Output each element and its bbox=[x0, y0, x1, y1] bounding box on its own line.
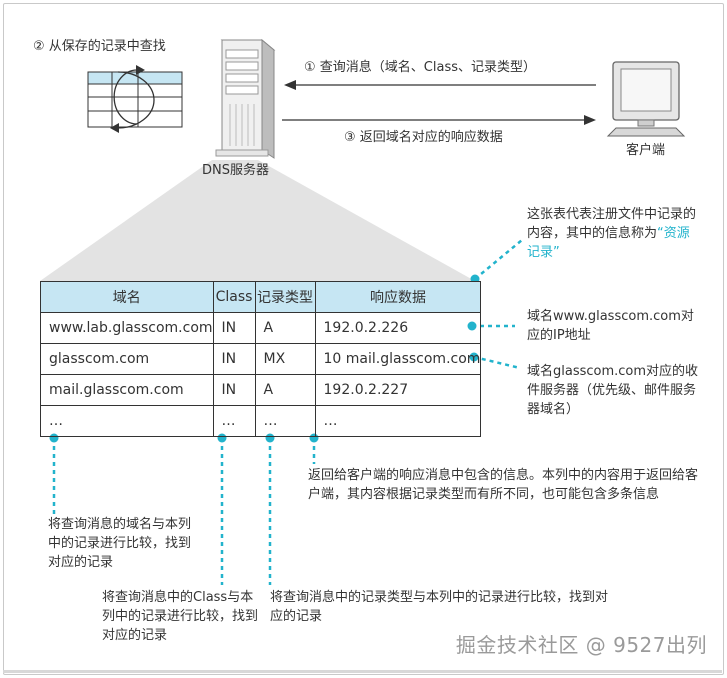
watermark: 掘金技术社区 @ 9527出列 bbox=[455, 633, 707, 657]
cell-class: IN bbox=[212, 374, 256, 406]
type-col-note: 将查询消息中的记录类型与本列中的记录进行比较，找到对应的记录 bbox=[270, 590, 609, 624]
resource-record-table: 域名 Class 记录类型 响应数据 www.lab.glasscom.com … bbox=[40, 281, 482, 437]
cell-domain: www.lab.glasscom.com bbox=[40, 312, 214, 344]
header-domain: 域名 bbox=[40, 281, 214, 313]
server-to-table-funnel bbox=[40, 160, 475, 281]
server-label: DNS服务器 bbox=[202, 163, 269, 178]
header-class: Class bbox=[212, 281, 256, 313]
class-col-note: 将查询消息中的Class与本列中的记录进行比较，找到对应的记录 bbox=[102, 590, 259, 643]
step1-label: ① 查询消息（域名、Class、记录类型） bbox=[304, 60, 536, 75]
step2-label: ② 从保存的记录中查找 bbox=[33, 39, 166, 54]
data-col-note: 返回给客户端的响应消息中包含的信息。本列中的内容用于返回给客户端，其内容根据记录… bbox=[308, 468, 699, 502]
domain-col-note: 将查询消息的域名与本列中的记录进行比较，找到对应的记录 bbox=[48, 517, 192, 570]
cell-type: A bbox=[254, 374, 316, 406]
record-table-icon bbox=[87, 71, 183, 128]
table-row: mail.glasscom.com IN A 192.0.2.227 bbox=[40, 374, 482, 406]
cell-data: 192.0.2.226 bbox=[314, 312, 482, 344]
bottom-divider bbox=[3, 670, 722, 673]
row2-note: 域名glasscom.com对应的收件服务器（优先级、邮件服务器域名） bbox=[527, 364, 699, 417]
header-response-data: 响应数据 bbox=[314, 281, 482, 313]
row1-note: 域名www.glasscom.com对应的IP地址 bbox=[527, 309, 694, 343]
resource-record-term: “资源记录” bbox=[527, 226, 690, 260]
cell-data: 10 mail.glasscom.com bbox=[314, 343, 482, 375]
cell-domain: mail.glasscom.com bbox=[40, 374, 214, 406]
figure-frame bbox=[3, 3, 724, 675]
server-icon bbox=[215, 38, 276, 159]
table-row: glasscom.com IN MX 10 mail.glasscom.com bbox=[40, 343, 482, 375]
table-row: www.lab.glasscom.com IN A 192.0.2.226 bbox=[40, 312, 482, 344]
cell-type: … bbox=[254, 405, 316, 437]
table-desc-leader bbox=[474, 239, 523, 280]
cell-data: … bbox=[314, 405, 482, 437]
search-loop-icon bbox=[110, 65, 155, 133]
client-label: 客户端 bbox=[626, 143, 666, 158]
table-desc-note: 这张表代表注册文件中记录的内容，其中的信息称为“资源记录” bbox=[527, 205, 699, 262]
table-row: … … … … bbox=[40, 405, 482, 437]
cell-domain: … bbox=[40, 405, 214, 437]
client-computer-icon bbox=[606, 61, 686, 137]
cell-class: IN bbox=[212, 312, 256, 344]
table-desc-text: 这张表代表注册文件中记录的内容，其中的信息称为 bbox=[527, 207, 697, 241]
response-arrow bbox=[282, 115, 596, 125]
cell-class: IN bbox=[212, 343, 256, 375]
query-arrow bbox=[284, 80, 596, 90]
cell-data: 192.0.2.227 bbox=[314, 374, 482, 406]
step3-label: ③ 返回域名对应的响应数据 bbox=[344, 130, 503, 145]
header-record-type: 记录类型 bbox=[254, 281, 316, 313]
cell-type: A bbox=[254, 312, 316, 344]
cell-domain: glasscom.com bbox=[40, 343, 214, 375]
cell-type: MX bbox=[254, 343, 316, 375]
cell-class: … bbox=[212, 405, 256, 437]
table-header-row: 域名 Class 记录类型 响应数据 bbox=[40, 281, 482, 313]
